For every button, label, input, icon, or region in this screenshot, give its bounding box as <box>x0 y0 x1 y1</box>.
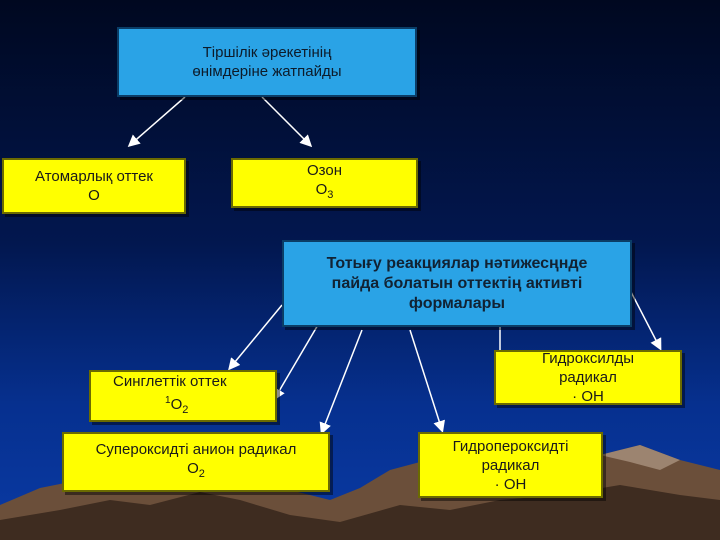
singlet-formula: 1O2 <box>165 395 189 416</box>
atomic-oxygen-formula: O <box>88 187 100 204</box>
arrow-to-hydroxyl-2 <box>629 289 662 351</box>
center-box-line1: Тотығу реакциялар нәтижесңнде <box>326 254 588 272</box>
hydroxyl-line1: Гидроксилды <box>542 350 634 367</box>
ozone-name: Озон <box>306 162 342 179</box>
hydroxyl-line2: радикал <box>559 369 617 386</box>
ozone-formula: O3 <box>315 181 334 201</box>
arrow-to-atomic-oxygen <box>127 96 186 147</box>
hydroperoxyl-radical-box: Гидропероксидті радикал · OH <box>418 432 603 498</box>
top-box-line2: өнімдеріне жатпайды <box>192 63 342 80</box>
hydroperoxyl-line3: · OH <box>494 475 527 493</box>
arrow-to-singlet-2 <box>273 317 323 401</box>
center-box-line3: формалары <box>408 294 506 312</box>
center-box-line2: пайда болатын оттектің активті <box>331 274 583 292</box>
hydroxyl-radical-box: Гидроксилды радикал · OH <box>494 350 682 405</box>
arrow-to-hydroperoxyl <box>409 329 445 433</box>
arrow-to-superoxide <box>319 329 363 435</box>
singlet-name: Синглеттік оттек <box>113 373 227 390</box>
atomic-oxygen-name: Атомарлық оттек <box>35 168 153 185</box>
top-box-line1: Тіршілік әрекетінің <box>202 44 332 61</box>
singlet-oxygen-box: Синглеттік оттек 1O2 <box>89 370 277 422</box>
superoxide-anion-box: Супероксидті анион радикал O2 <box>62 432 330 492</box>
superoxide-name: Супероксидті анион радикал <box>95 441 297 458</box>
hydroxyl-line3: · OH <box>572 388 604 405</box>
hydroperoxyl-line2: радикал <box>481 456 540 474</box>
arrow-to-ozone <box>261 96 313 148</box>
atomic-oxygen-box: Атомарлық оттек O <box>2 158 186 214</box>
not-life-products-box: Тіршілік әрекетінің өнімдеріне жатпайды <box>117 27 417 97</box>
arrow-to-singlet <box>228 304 283 371</box>
active-oxygen-forms-box: Тотығу реакциялар нәтижесңнде пайда бола… <box>282 240 632 327</box>
ozone-box: Озон O3 <box>231 158 418 208</box>
superoxide-formula: O2 <box>187 460 205 480</box>
hydroperoxyl-line1: Гидропероксидті <box>452 437 569 455</box>
